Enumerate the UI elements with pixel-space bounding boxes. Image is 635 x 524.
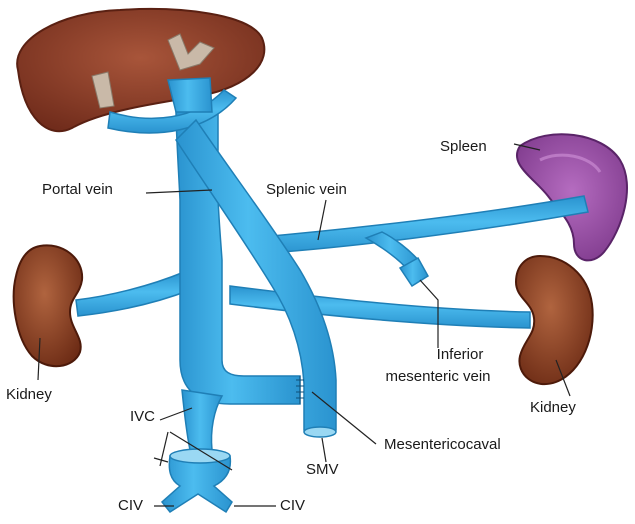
label-mesentericocaval: Mesentericocaval: [384, 436, 501, 454]
label-splenic-vein: Splenic vein: [266, 181, 347, 199]
label-portal-vein: Portal vein: [42, 181, 113, 199]
label-kidney-left: Kidney: [6, 386, 52, 404]
label-inferior-mesenteric-2: mesenteric vein: [358, 368, 518, 386]
vein-network: [76, 78, 588, 512]
label-civ-left: CIV: [118, 497, 143, 515]
label-spleen: Spleen: [440, 138, 487, 156]
liver: [17, 9, 264, 131]
label-civ-right: CIV: [280, 497, 305, 515]
label-smv: SMV: [306, 461, 339, 479]
label-kidney-right: Kidney: [530, 399, 576, 417]
label-ivc: IVC: [130, 408, 155, 426]
label-inferior-mesenteric-1: Inferior: [400, 346, 520, 364]
spleen: [517, 134, 627, 260]
kidney-left: [14, 245, 82, 366]
